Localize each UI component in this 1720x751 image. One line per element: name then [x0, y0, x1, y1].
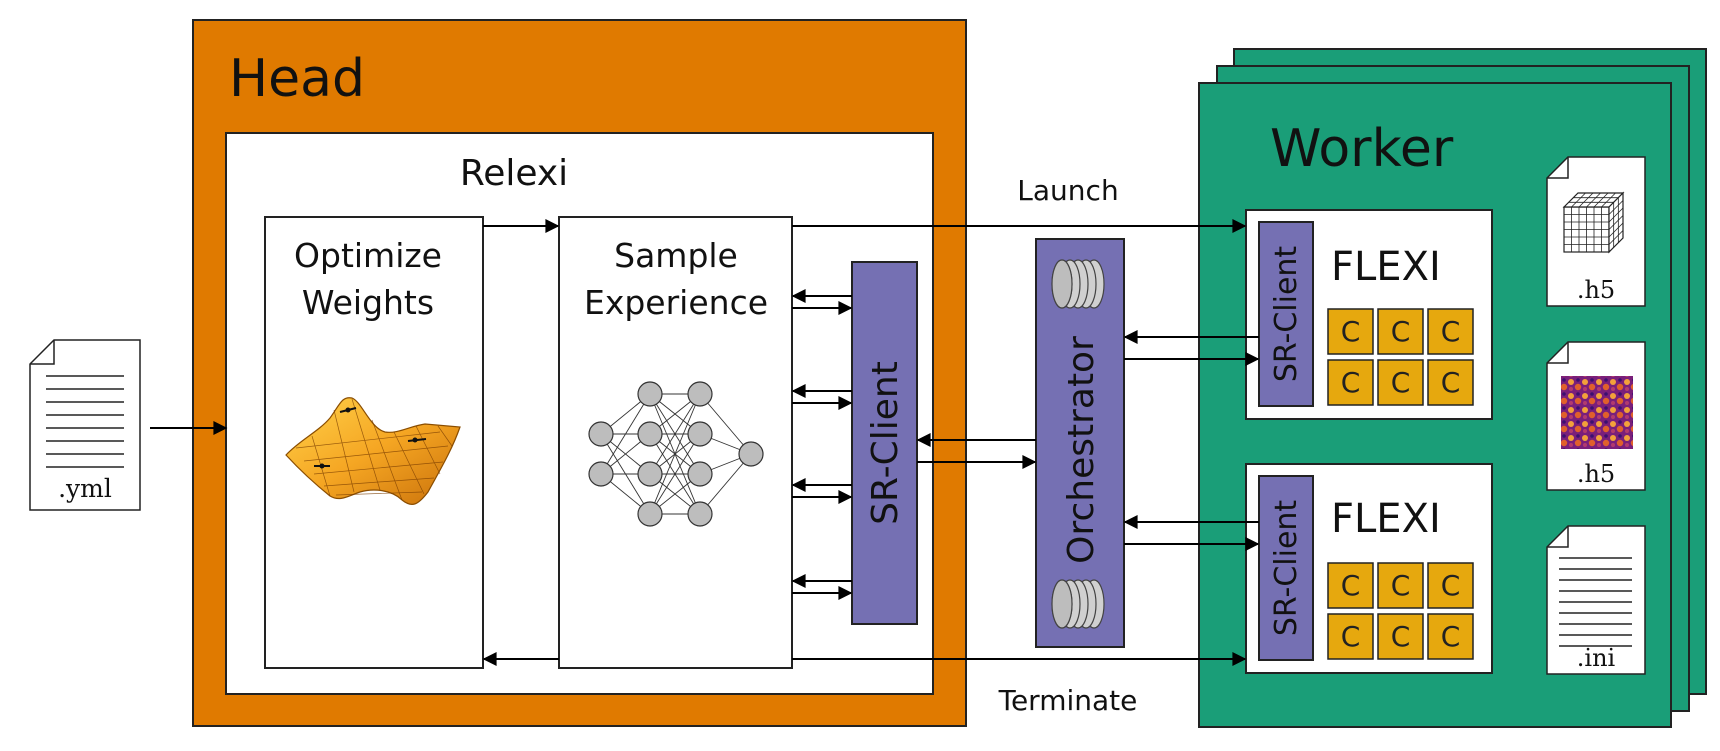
- flexi-1-title: FLEXI: [1331, 244, 1441, 290]
- compute-cell: [1427, 613, 1474, 660]
- file-yml-label: .yml: [58, 474, 112, 503]
- nn-node: [738, 441, 764, 467]
- compute-cell: [1377, 359, 1424, 406]
- file-h5-mesh: .h5: [1546, 156, 1646, 307]
- flexi-2-title: FLEXI: [1331, 496, 1441, 542]
- nn-node: [588, 421, 614, 447]
- text-lines-icon: [46, 375, 124, 468]
- nn-node: [687, 501, 713, 527]
- compute-cell-label: C: [1441, 366, 1461, 399]
- head-title: Head: [229, 49, 365, 109]
- file-h5-field: .h5: [1546, 341, 1646, 491]
- file-h5-field-label: .h5: [1577, 460, 1615, 488]
- nn-node: [637, 421, 663, 447]
- sample-label-line1: Sample: [614, 236, 738, 275]
- compute-cell-label: C: [1391, 569, 1411, 602]
- compute-cell: [1377, 613, 1424, 660]
- compute-cell-label: C: [1341, 315, 1361, 348]
- compute-cell: [1327, 308, 1374, 355]
- flexi-1-sr-client-label: SR-Client: [1269, 246, 1304, 383]
- terminate-label: Terminate: [998, 684, 1138, 717]
- mesh-cube-icon: [1562, 191, 1625, 254]
- compute-cell-label: C: [1341, 620, 1361, 653]
- database-icon-top: [1051, 259, 1105, 309]
- head-node: Head Relexi Optimize Weights: [192, 19, 967, 727]
- launch-label: Launch: [1017, 174, 1118, 207]
- arrows: [150, 219, 1260, 666]
- file-yml: .yml: [29, 339, 141, 511]
- orchestrator: Orchestrator: [1035, 238, 1125, 648]
- compute-cell-label: C: [1341, 366, 1361, 399]
- file-h5-mesh-label: .h5: [1577, 276, 1615, 304]
- compute-cell: [1377, 562, 1424, 609]
- file-ini-label: .ini: [1577, 644, 1616, 672]
- compute-cell: [1427, 562, 1474, 609]
- compute-cell: [1327, 613, 1374, 660]
- compute-cell-label: C: [1441, 315, 1461, 348]
- orchestrator-label: Orchestrator: [1061, 336, 1102, 564]
- compute-cell: [1427, 359, 1474, 406]
- optimize-weights-box: Optimize Weights: [264, 216, 484, 669]
- sample-experience-box: Sample Experience: [558, 216, 793, 669]
- compute-cell-label: C: [1391, 620, 1411, 653]
- optimize-label-line2: Weights: [302, 283, 434, 322]
- nn-node: [687, 381, 713, 407]
- loss-surface-icon: [285, 397, 461, 506]
- sample-label-line2: Experience: [584, 283, 768, 322]
- file-ini: .ini: [1546, 525, 1646, 675]
- text-lines-icon: [1559, 557, 1632, 647]
- database-icon-bottom: [1051, 579, 1105, 629]
- compute-cell-label: C: [1441, 569, 1461, 602]
- compute-cell-label: C: [1391, 366, 1411, 399]
- nn-node: [637, 381, 663, 407]
- relexi-title: Relexi: [460, 153, 568, 194]
- compute-cell-label: C: [1441, 620, 1461, 653]
- optimize-label-line1: Optimize: [294, 236, 442, 275]
- relexi-sr-client-label: SR-Client: [865, 361, 906, 525]
- nn-node: [637, 501, 663, 527]
- neural-network-icon: [588, 381, 764, 527]
- nn-node: [687, 461, 713, 487]
- compute-cell-label: C: [1341, 569, 1361, 602]
- flow-field-image: [1561, 376, 1633, 449]
- worker-title: Worker: [1270, 119, 1454, 179]
- compute-cell: [1377, 308, 1424, 355]
- compute-cell: [1427, 308, 1474, 355]
- compute-cell: [1327, 359, 1374, 406]
- nn-node: [687, 421, 713, 447]
- nn-node: [637, 461, 663, 487]
- compute-cell: [1327, 562, 1374, 609]
- flexi-2-sr-client-label: SR-Client: [1269, 500, 1304, 637]
- relexi-sr-client: SR-Client: [851, 261, 918, 625]
- nn-node: [588, 461, 614, 487]
- compute-cell-label: C: [1391, 315, 1411, 348]
